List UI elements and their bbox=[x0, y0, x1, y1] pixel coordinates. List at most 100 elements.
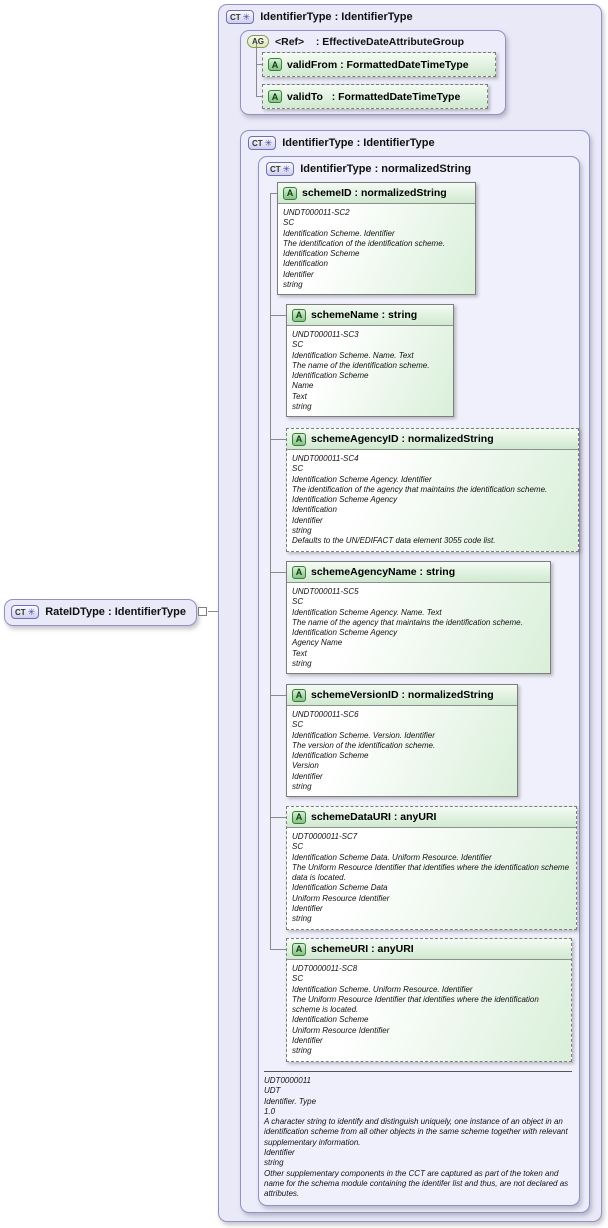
doc-line: A character string to identify and disti… bbox=[264, 1117, 568, 1147]
doc-line: Identification Scheme bbox=[292, 1015, 369, 1025]
doc-line: string bbox=[292, 659, 312, 669]
attribute-icon: A bbox=[292, 810, 306, 824]
doc-line: Identifier bbox=[292, 1036, 323, 1046]
doc-line: string bbox=[292, 1046, 312, 1056]
doc-line: SC bbox=[292, 464, 304, 474]
attribute-label: schemeDataURI : anyURI bbox=[311, 811, 437, 823]
attribute-box-schemeuri: A schemeURI : anyURI UDT0000011-SC8 SC I… bbox=[286, 938, 572, 1062]
doc-line: UNDT000011-SC2 bbox=[283, 208, 350, 217]
doc-line: Other supplementary components in the CC… bbox=[264, 1168, 569, 1199]
doc-line: Text bbox=[292, 648, 307, 658]
doc-line: The Uniform Resource Identifier that ide… bbox=[292, 862, 570, 883]
attribute-header: A schemeVersionID : normalizedString bbox=[287, 685, 517, 706]
doc-line: SC bbox=[292, 340, 304, 350]
complex-type-icon: CT✳ bbox=[266, 162, 295, 176]
doc-line: Identification Scheme Agency. Name. Text bbox=[292, 607, 442, 617]
attribute-header: A schemeID : normalizedString bbox=[278, 183, 475, 204]
expand-handle[interactable] bbox=[198, 607, 207, 616]
attribute-box-schemeid: A schemeID : normalizedString UNDT000011… bbox=[277, 182, 476, 296]
doc-line: UNDT000011-SC4 bbox=[292, 454, 359, 463]
complex-type-icon: CT✳ bbox=[226, 10, 255, 24]
ct-icon-text: CT bbox=[252, 138, 263, 148]
attribute-group-label: <Ref> : EffectiveDateAttributeGroup bbox=[275, 35, 465, 48]
ct-icon-text: CT bbox=[270, 164, 281, 174]
attribute-box-validto: A validTo : FormattedDateTimeType bbox=[262, 84, 488, 109]
attribute-label: schemeID : normalizedString bbox=[302, 187, 447, 199]
doc-line: Uniform Resource Identifier bbox=[292, 1025, 390, 1035]
connector-line bbox=[270, 315, 286, 316]
doc-line: UDT0000011 bbox=[264, 1076, 311, 1085]
doc-line: Identification Scheme bbox=[292, 751, 369, 761]
doc-line: The Uniform Resource Identifier that ide… bbox=[292, 994, 539, 1015]
doc-line: Identification Scheme Agency bbox=[292, 628, 398, 638]
complex-type-icon: CT✳ bbox=[11, 605, 40, 619]
type-doc: UDT0000011 UDT Identifier. Type 1.0 A ch… bbox=[264, 1076, 570, 1200]
type-header: CT✳ IdentifierType : IdentifierType bbox=[241, 131, 589, 155]
attribute-doc: UNDT000011-SC4 SC Identification Scheme … bbox=[287, 450, 578, 551]
ct-icon-text: CT bbox=[15, 607, 26, 617]
doc-line: SC bbox=[292, 597, 304, 607]
attribute-icon: A bbox=[268, 90, 282, 103]
doc-line: Identifier bbox=[292, 771, 323, 781]
doc-line: string bbox=[283, 280, 303, 290]
attribute-header: A schemeAgencyID : normalizedString bbox=[287, 429, 578, 450]
type-header: CT✳ IdentifierType : normalizedString bbox=[259, 157, 579, 181]
doc-line: string bbox=[264, 1158, 284, 1168]
connector-line bbox=[270, 439, 286, 440]
doc-line: Identification Scheme Agency bbox=[292, 495, 398, 505]
connector-line bbox=[270, 193, 271, 949]
attribute-icon: A bbox=[292, 565, 306, 579]
doc-line: Identifier. Type bbox=[264, 1096, 317, 1106]
attribute-doc: UDT0000011-SC8 SC Identification Scheme.… bbox=[287, 960, 571, 1061]
doc-line: Identifier bbox=[292, 904, 323, 914]
doc-line: The name of the identification scheme. bbox=[292, 360, 430, 370]
attribute-box-schemeversionid: A schemeVersionID : normalizedString UND… bbox=[286, 684, 518, 798]
attribute-label: validTo : FormattedDateTimeType bbox=[287, 90, 461, 103]
type-label: RateIDType : IdentifierType bbox=[45, 606, 187, 618]
type-header: CT✳ RateIDType : IdentifierType bbox=[5, 600, 196, 624]
type-label: IdentifierType : normalizedString bbox=[300, 163, 472, 175]
doc-line: Identification bbox=[292, 505, 337, 515]
type-label: IdentifierType : IdentifierType bbox=[282, 137, 435, 149]
doc-line: Name bbox=[292, 381, 314, 391]
connector-line bbox=[256, 44, 257, 96]
doc-line: Identification Scheme. Name. Text bbox=[292, 350, 414, 360]
doc-line: SC bbox=[292, 720, 304, 730]
attribute-doc: UDT0000011-SC7 SC Identification Scheme … bbox=[287, 828, 576, 929]
attribute-doc: UNDT000011-SC3 SC Identification Scheme.… bbox=[287, 326, 453, 416]
attribute-icon: A bbox=[292, 942, 306, 956]
attribute-label: schemeURI : anyURI bbox=[311, 943, 414, 955]
gear-icon: ✳ bbox=[27, 606, 36, 617]
doc-line: Identifier bbox=[264, 1148, 295, 1158]
attribute-box-schemedatauri: A schemeDataURI : anyURI UDT0000011-SC7 … bbox=[286, 806, 577, 930]
gear-icon: ✳ bbox=[242, 11, 251, 22]
doc-line: Text bbox=[292, 391, 307, 401]
attribute-icon: A bbox=[292, 688, 306, 702]
attribute-label: validFrom : FormattedDateTimeType bbox=[287, 58, 469, 71]
doc-line: Identification Scheme bbox=[283, 249, 360, 259]
attribute-doc: UNDT000011-SC2 SC Identification Scheme.… bbox=[278, 204, 475, 294]
doc-line: Identification Scheme bbox=[292, 371, 369, 381]
doc-line: UDT0000011-SC8 bbox=[292, 964, 358, 973]
doc-line: The identification of the agency that ma… bbox=[292, 484, 548, 494]
type-header: CT✳ IdentifierType : IdentifierType bbox=[219, 5, 601, 29]
ct-icon-text: CT bbox=[230, 12, 241, 22]
attribute-label: schemeAgencyName : string bbox=[311, 566, 456, 578]
attribute-icon: A bbox=[292, 308, 306, 322]
attribute-header: A schemeURI : anyURI bbox=[287, 939, 571, 960]
doc-line: UNDT000011-SC5 bbox=[292, 587, 359, 596]
connector-line bbox=[270, 695, 286, 696]
attribute-group-header: AG <Ref> : EffectiveDateAttributeGroup bbox=[241, 31, 505, 52]
gear-icon: ✳ bbox=[282, 163, 291, 174]
doc-line: Identification Scheme Data. Uniform Reso… bbox=[292, 852, 492, 862]
attribute-box-schemename: A schemeName : string UNDT000011-SC3 SC … bbox=[286, 304, 454, 418]
connector-line bbox=[270, 193, 277, 194]
connector-line bbox=[270, 572, 286, 573]
doc-line: Agency Name bbox=[292, 638, 343, 648]
attribute-box-validfrom: A validFrom : FormattedDateTimeType bbox=[262, 52, 496, 77]
doc-line: Identification bbox=[283, 259, 328, 269]
attribute-label: schemeAgencyID : normalizedString bbox=[311, 433, 494, 445]
doc-line: UDT bbox=[264, 1086, 281, 1096]
connector-line bbox=[270, 817, 286, 818]
